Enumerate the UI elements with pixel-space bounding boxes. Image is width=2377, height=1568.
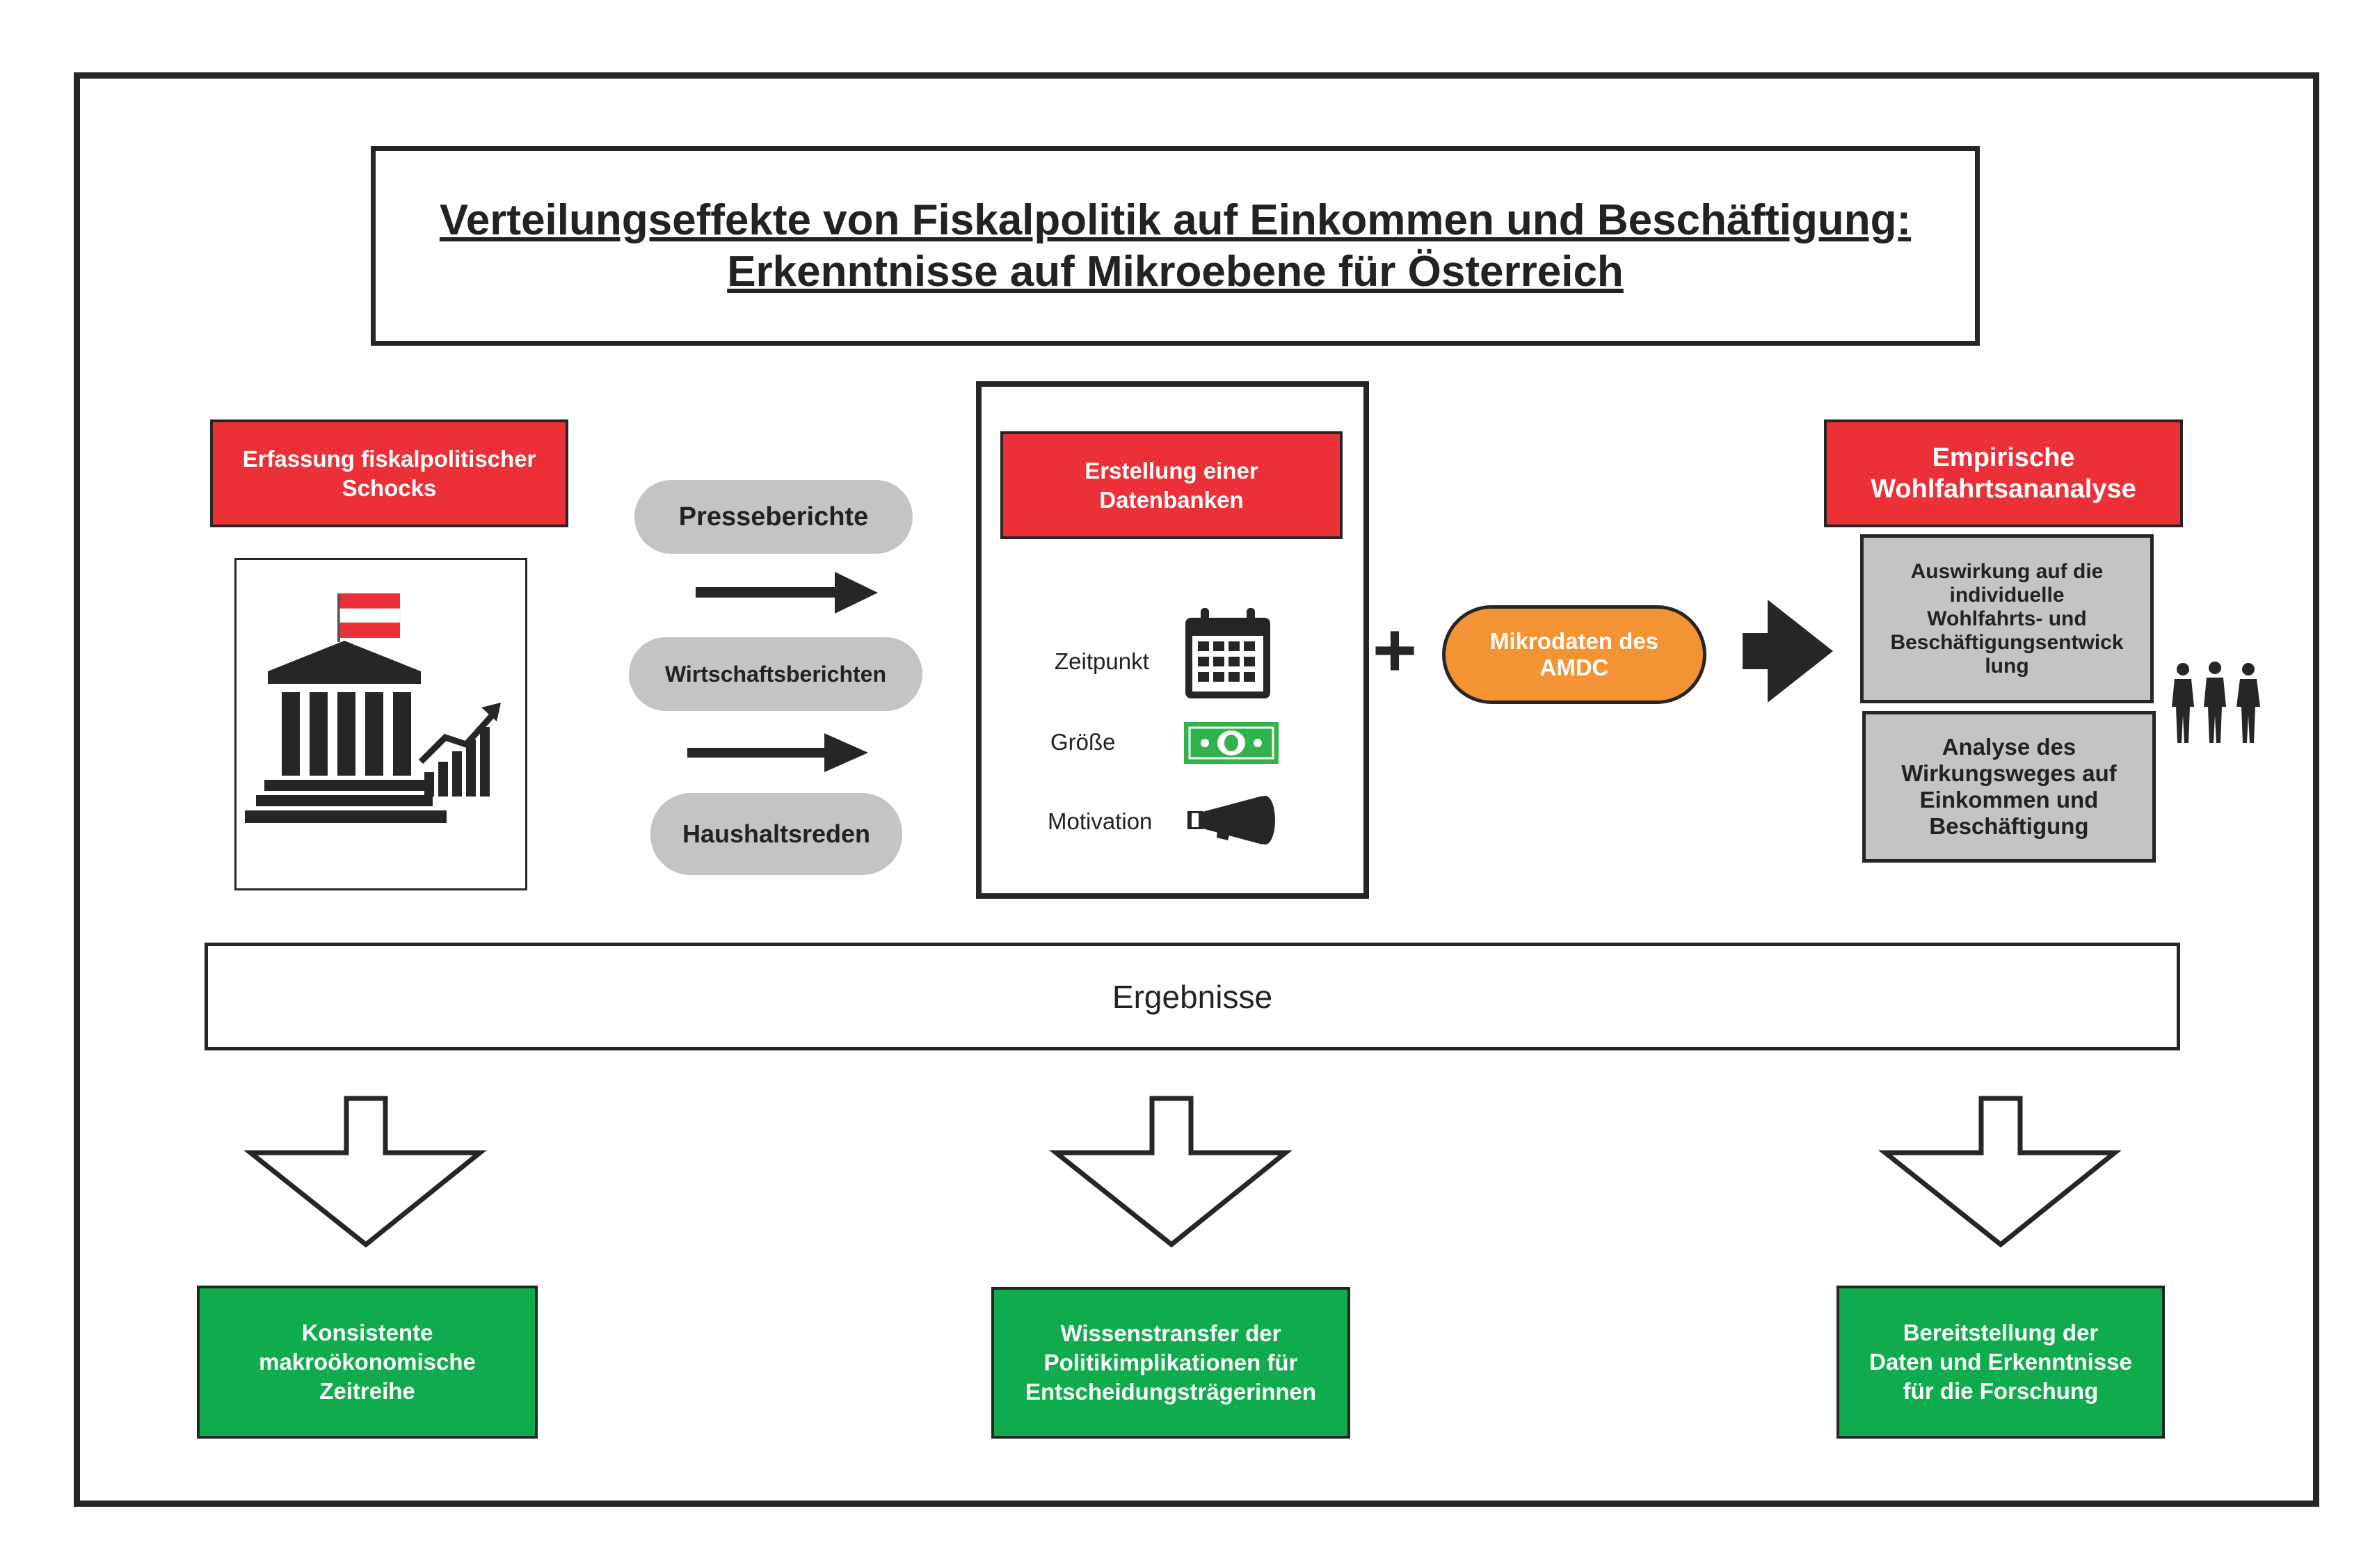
fiscal-illustration-box [234, 558, 527, 890]
outcome1-line-3: Zeitreihe [319, 1378, 415, 1404]
title-box: Verteilungseffekte von Fiskalpolitik auf… [371, 146, 1980, 346]
empirical-box1-line-1: Auswirkung auf die [1910, 559, 2104, 583]
outcome-knowledge-transfer: Wissenstransfer der Politikimplikationen… [991, 1287, 1350, 1439]
database-item-zeitpunkt: Zeitpunkt [1055, 648, 1149, 674]
outcome-consistent-timeseries: Konsistente makroökonomische Zeitreihe [197, 1286, 538, 1439]
left-header: Erfassung fiskalpolitischer Schocks [210, 419, 568, 527]
source-presseberichte: Presseberichte [634, 480, 913, 554]
empirical-header-line-1: Empirische [1932, 442, 2075, 472]
arrow-right-big [1743, 600, 1833, 703]
empirical-box-individual-welfare: Auswirkung auf die individuelle Wohlfahr… [1860, 534, 2154, 703]
empirical-box2-line-4: Beschäftigung [1929, 813, 2089, 839]
money-bill-icon [1184, 722, 1279, 764]
database-header: Erstellung einer Datenbanken [1000, 431, 1343, 539]
results-bar: Ergebnisse [205, 943, 2180, 1050]
empirical-box1-line-4: Beschäftigungsentwick [1890, 630, 2124, 654]
austria-flag-icon [337, 593, 401, 642]
empirical-box-transmission: Analyse des Wirkungsweges auf Einkommen … [1862, 711, 2156, 863]
microdata-line-1: Mikrodaten des [1489, 628, 1659, 654]
arrow-right-2 [687, 733, 868, 772]
rising-chart-icon [418, 703, 501, 797]
left-header-line-1: Erfassung fiskalpolitischer [242, 445, 536, 472]
outcome2-line-2: Politikimplikationen für [1043, 1350, 1298, 1375]
outer-frame [74, 72, 2319, 1507]
arrow-right-1 [696, 572, 878, 614]
arrow-down-1 [243, 1096, 487, 1248]
empirical-box2-line-2: Wirkungsweges auf [1901, 760, 2117, 786]
database-header-line-1: Erstellung einer [1085, 457, 1258, 483]
microdata-pill: Mikrodaten des AMDC [1442, 605, 1706, 704]
arrow-down-3 [1878, 1096, 2122, 1248]
megaphone-icon [1187, 796, 1275, 845]
outcome1-line-1: Konsistente [301, 1320, 433, 1345]
source-haushaltsreden: Haushaltsreden [650, 793, 902, 875]
database-item-groesse: Größe [1050, 729, 1116, 755]
empirical-box2-line-1: Analyse des [1942, 734, 2076, 760]
microdata-line-2: AMDC [1539, 655, 1609, 680]
empirical-box1-line-3: Wohlfahrts- und [1927, 607, 2087, 630]
left-header-line-2: Schocks [342, 474, 437, 501]
outcome-data-provision: Bereitstellung der Daten und Erkenntniss… [1836, 1286, 2165, 1439]
outcome1-line-2: makroökonomische [259, 1349, 476, 1375]
outcome3-line-1: Bereitstellung der [1903, 1320, 2099, 1345]
database-item-motivation: Motivation [1048, 808, 1153, 834]
outcome3-line-3: für die Forschung [1903, 1378, 2099, 1404]
empirical-header-line-2: Wohlfahrtsananalyse [1871, 474, 2136, 504]
plus-sign: + [1372, 607, 1418, 693]
government-building-icon [245, 641, 447, 823]
government-illustration [245, 593, 501, 823]
empirical-box2-line-3: Einkommen und [1919, 787, 2099, 813]
people-icon [2172, 662, 2260, 743]
calendar-icon [1185, 608, 1270, 698]
outcome3-line-2: Daten und Erkenntnisse [1869, 1349, 2132, 1375]
empirical-box1-line-2: individuelle [1949, 583, 2065, 607]
database-box [976, 381, 1369, 899]
title-line-1: Verteilungseffekte von Fiskalpolitik auf… [439, 195, 1912, 244]
results-label: Ergebnisse [1112, 978, 1273, 1015]
source-wirtschaftsberichten: Wirtschaftsberichten [629, 637, 922, 711]
empirical-box1-line-5: lung [1985, 654, 2029, 678]
database-header-line-2: Datenbanken [1099, 486, 1244, 513]
outcome2-line-3: Entscheidungsträgerinnen [1025, 1379, 1317, 1405]
arrow-down-2 [1049, 1096, 1292, 1248]
outcome2-line-1: Wissenstransfer der [1060, 1320, 1281, 1346]
empirical-header: Empirische Wohlfahrtsananalyse [1824, 419, 2183, 527]
title-line-2: Erkenntnisse auf Mikroebene für Österrei… [727, 247, 1624, 296]
